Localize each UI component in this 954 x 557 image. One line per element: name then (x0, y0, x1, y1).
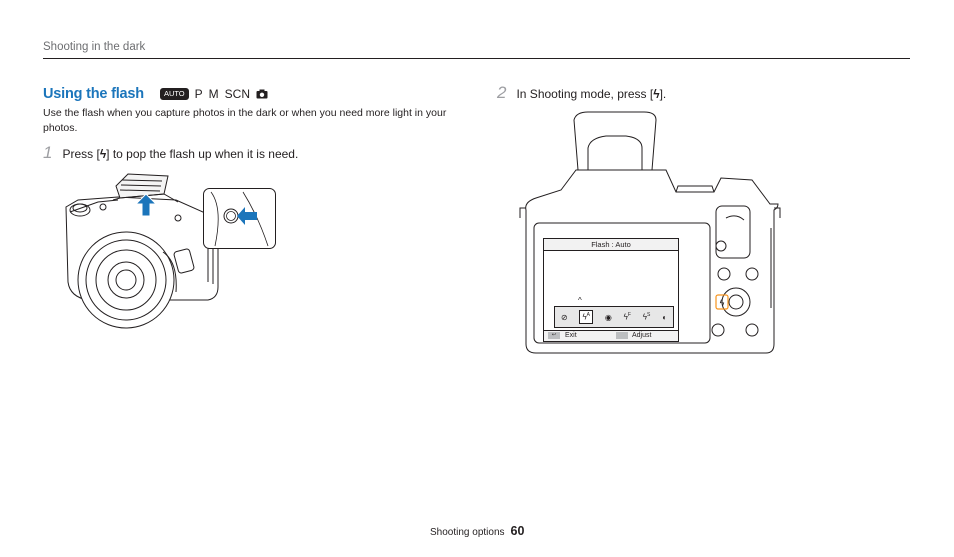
back-key-icon: ↩ (548, 332, 560, 339)
step-2-text-before: In Shooting mode, press [ (516, 87, 654, 101)
camera-mode-icon (256, 89, 268, 99)
step-2-number: 2 (497, 83, 507, 102)
step-2-text-after: ]. (659, 87, 667, 101)
step-1-text-before: Press [ (62, 147, 100, 161)
flash-off-option-icon[interactable]: ⊘ (560, 312, 568, 322)
nav-key-icon (616, 332, 628, 339)
header-rule (43, 58, 910, 59)
flash-icon: ϟ (653, 87, 660, 101)
shooting-modes: AUTO P M SCN (159, 87, 268, 101)
mode-m: M (208, 87, 219, 101)
lcd-bottom-bar: ↩ Exit Adjust (544, 330, 678, 341)
step-1-text-after: ] to pop the flash up when it is need. (106, 147, 299, 161)
footer-section: Shooting options (430, 527, 505, 538)
mode-scn: SCN (224, 87, 250, 101)
step-2: 2 In Shooting mode, press [ϟ]. (497, 83, 666, 103)
page-number: 60 (510, 524, 525, 538)
running-header: Shooting in the dark (43, 41, 146, 53)
caret-up-icon: ^ (578, 296, 582, 305)
flash-auto-option-icon[interactable]: ϟA (579, 310, 594, 324)
mode-auto-icon: AUTO (159, 88, 189, 100)
section-title-row: Using the flash AUTO P M SCN (43, 86, 268, 102)
lcd-title-bar: Flash : Auto (544, 239, 678, 251)
slow-sync-option-icon[interactable]: ϟS (642, 312, 651, 322)
red-eye-fix-option-icon[interactable]: ◐ (662, 312, 668, 322)
section-title: Using the flash (43, 86, 144, 102)
lcd-screen: Flash : Auto ⊘ ϟA ◉ ϟF ϟS ◐ ^ ↩ Exit Adj… (543, 238, 679, 342)
flash-option-bar: ⊘ ϟA ◉ ϟF ϟS ◐ (554, 306, 674, 328)
fill-flash-option-icon[interactable]: ϟF (623, 312, 631, 322)
svg-text:ϟ: ϟ (720, 298, 725, 308)
flash-auto-sup: A (586, 312, 591, 319)
mode-p: P (194, 87, 203, 101)
step-1-number: 1 (43, 143, 53, 162)
flash-button-inset (203, 188, 276, 249)
lcd-adjust-label: Adjust (632, 332, 652, 339)
lcd-title: Flash : Auto (591, 240, 631, 249)
flash-icon: ϟ (99, 147, 107, 161)
fill-flash-sup: F (627, 312, 631, 319)
page-footer: Shooting options 60 (430, 524, 524, 538)
red-eye-option-icon[interactable]: ◉ (604, 312, 612, 322)
lcd-exit-label: Exit (565, 332, 577, 339)
section-description: Use the flash when you capture photos in… (43, 107, 447, 134)
step-1: 1 Press [ϟ] to pop the flash up when it … (43, 143, 298, 163)
camera-front-illustration (65, 173, 219, 329)
slow-sync-sup: S (647, 312, 651, 319)
